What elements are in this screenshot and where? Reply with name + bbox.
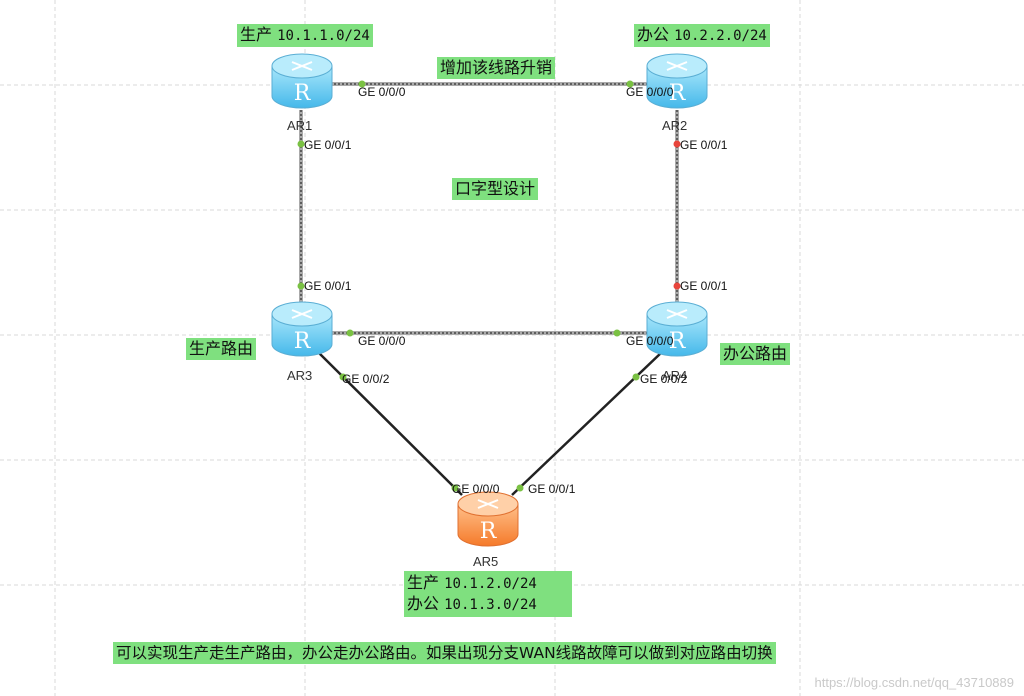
- port-label-ar2-ge000: GE 0/0/0: [626, 85, 674, 99]
- tag-prod-route: 生产路由: [186, 338, 257, 360]
- watermark: https://blog.csdn.net/qq_43710889: [814, 675, 1015, 690]
- router-name-ar5: AR5: [473, 554, 499, 569]
- port-dot-ar4-ge002: [632, 373, 640, 381]
- router-name-ar1: AR1: [287, 118, 313, 133]
- router-ar3[interactable]: [271, 301, 333, 357]
- router-ar5[interactable]: [457, 491, 519, 547]
- port-label-ar4-ge001: GE 0/0/1: [680, 279, 728, 293]
- port-dot-ar4-ge001: [673, 282, 681, 290]
- port-dot-ar4-ge000: [613, 329, 621, 337]
- ar5-subnet-line-prod: 生产 10.1.2.0/24: [407, 573, 569, 594]
- port-dot-ar1-ge001: [297, 140, 305, 148]
- ar5-prod-subnet: 10.1.2.0/24: [444, 576, 537, 592]
- port-label-ar3-ge000: GE 0/0/0: [358, 334, 406, 348]
- port-label-ar2-ge001: GE 0/0/1: [680, 138, 728, 152]
- router-ar2[interactable]: [646, 53, 708, 109]
- port-label-ar1-ge001: GE 0/0/1: [304, 138, 352, 152]
- port-dot-ar5-ge000: [451, 484, 459, 492]
- tag-office-subnet: 办公 10.2.2.0/24: [634, 24, 770, 47]
- router-name-ar3: AR3: [287, 368, 313, 383]
- router-name-ar4: AR4: [662, 368, 688, 383]
- ar5-office-subnet: 10.1.3.0/24: [444, 597, 537, 613]
- tag-prod-subnet-value: 10.1.1.0/24: [277, 28, 370, 44]
- port-label-ar1-ge000: GE 0/0/0: [358, 85, 406, 99]
- port-dot-ar1-ge000: [358, 80, 366, 88]
- port-dot-ar2-ge001: [673, 140, 681, 148]
- ar5-prod-name: 生产: [407, 573, 440, 592]
- port-label-ar4-ge002: GE 0/0/2: [640, 372, 688, 386]
- port-label-ar4-ge000: GE 0/0/0: [626, 334, 674, 348]
- ar5-office-name: 办公: [407, 594, 440, 613]
- tag-prod-subnet: 生产 10.1.1.0/24: [237, 24, 373, 47]
- router-ar1[interactable]: [271, 53, 333, 109]
- port-label-ar5-ge000: GE 0/0/0: [452, 482, 500, 496]
- port-label-ar3-ge002: GE 0/0/2: [342, 372, 390, 386]
- link-ar3-ar5: [317, 351, 463, 496]
- tag-office-subnet-value: 10.2.2.0/24: [674, 28, 767, 44]
- router-name-ar2: AR2: [662, 118, 688, 133]
- port-dot-ar3-ge001: [297, 282, 305, 290]
- port-dot-ar3-ge000: [346, 329, 354, 337]
- port-dot-ar2-ge000: [626, 80, 634, 88]
- port-dots: [297, 80, 681, 492]
- port-label-ar5-ge001: GE 0/0/1: [528, 482, 576, 496]
- tag-office-name: 办公: [637, 25, 670, 44]
- tag-ar5-subnets: 生产 10.1.2.0/24 办公 10.1.3.0/24: [404, 571, 572, 617]
- tag-square-design: 口字型设计: [452, 178, 539, 200]
- port-dot-ar3-ge002: [339, 373, 347, 381]
- port-dot-ar5-ge001: [516, 484, 524, 492]
- tag-bottom-note: 可以实现生产走生产路由，办公走办公路由。如果出现分支WAN线路故障可以做到对应路…: [113, 642, 776, 664]
- tag-add-line-upgrade: 增加该线路升销: [437, 57, 556, 79]
- tag-prod-name: 生产: [240, 25, 273, 44]
- tag-office-route: 办公路由: [720, 343, 791, 365]
- port-label-ar3-ge001: GE 0/0/1: [304, 279, 352, 293]
- ar5-subnet-line-office: 办公 10.1.3.0/24: [407, 594, 569, 615]
